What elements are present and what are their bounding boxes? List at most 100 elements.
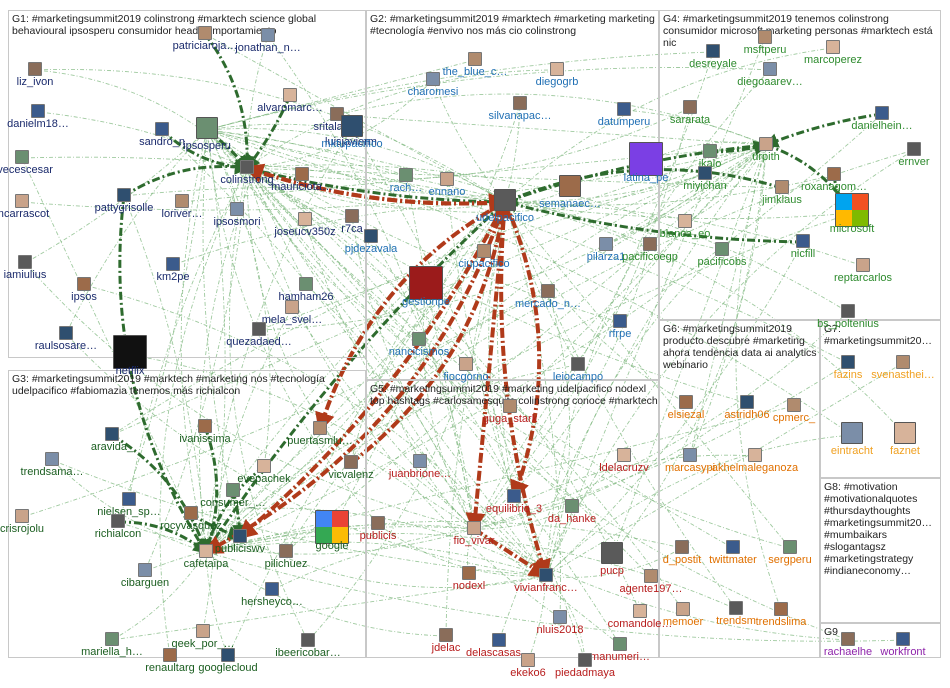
avatar-icon	[553, 610, 567, 624]
avatar-icon	[315, 510, 349, 544]
edge-mercado-n-to-cafetaipa	[205, 291, 549, 553]
edge-ipsosmori-to-fio-vivar	[236, 209, 475, 530]
edge-eintracht-to-ipsosperu	[206, 128, 853, 436]
node-label: astridh06	[724, 409, 770, 421]
avatar-icon	[896, 632, 910, 646]
avatar-icon	[412, 332, 426, 346]
avatar-icon	[261, 28, 275, 42]
avatar-icon	[503, 399, 517, 413]
edge-ibeericobar-to-colinstrong	[229, 167, 309, 642]
edge-publicis-to-ipsosperu	[205, 129, 379, 525]
edge-pilichuez-to-urpith	[285, 144, 767, 553]
node-label: fazins	[833, 369, 863, 381]
node-label: microsoft	[829, 223, 875, 235]
avatar-icon	[841, 355, 855, 369]
edge-luisjavierm-to-ipsosperu	[206, 123, 352, 132]
edge-nancicismos-to-udelpacifico	[418, 201, 506, 341]
avatar-icon	[138, 563, 152, 577]
edge-liz-ivon-to-udelpacifico	[34, 69, 506, 203]
node-label: rach…	[389, 182, 423, 194]
avatar-icon	[462, 566, 476, 580]
edge-r7ca-to-vivianfranc	[351, 216, 547, 577]
avatar-icon	[643, 237, 657, 251]
edge-marcasypi-to-urpith	[689, 144, 768, 457]
edge-iamiulius-to-ipsosperu	[24, 129, 208, 264]
node-label: mcarrascot	[0, 208, 50, 220]
edge-joseucv350z-to-vivianfranc	[304, 219, 547, 577]
node-label: ernver	[898, 156, 930, 168]
edge-publicis-to-vivianfranc	[377, 523, 547, 579]
node-label: charomesi	[407, 86, 459, 98]
edge-aravida-to-cafetaipa	[111, 433, 210, 555]
edge-alvaromarc-to-cafetaipa	[199, 95, 291, 553]
edge-svenasthei-to-vivianfranc	[545, 362, 904, 577]
edge-roxanagom-to-ipsosperu	[206, 129, 835, 206]
node-label: pilarza1	[586, 251, 626, 263]
avatar-icon	[748, 448, 762, 462]
edge-ciupacifico-to-cafetaipa	[205, 251, 485, 553]
node-label: eintracht	[830, 445, 874, 457]
edge-urpith-to-fio-vivar	[473, 144, 767, 530]
avatar-icon	[199, 544, 213, 558]
node-label: loriver…	[161, 208, 203, 220]
edge-richialcon-to-ipsosperu	[117, 129, 209, 523]
avatar-icon	[521, 653, 535, 667]
avatar-icon	[45, 452, 59, 466]
edge-nluis2018-to-udelpacifico	[503, 201, 561, 619]
node-label: fio_vivar	[453, 535, 495, 547]
edge-jonathan-n-to-fio-vivar	[267, 35, 476, 530]
avatar-icon	[459, 357, 473, 371]
avatar-icon	[345, 209, 359, 223]
node-label: km2pe	[156, 271, 190, 283]
avatar-icon	[841, 632, 855, 646]
node-label: nicfill	[790, 248, 816, 260]
node-label: ciupacifico	[458, 258, 510, 270]
edge-geek-por-to-ipsosperu	[202, 129, 226, 633]
avatar-icon	[907, 142, 921, 156]
avatar-icon	[896, 355, 910, 369]
node-label: the_blue_c…	[442, 66, 508, 78]
avatar-icon	[105, 632, 119, 646]
node-label: juanbrione…	[388, 468, 452, 480]
avatar-icon	[59, 326, 73, 340]
avatar-icon	[283, 88, 297, 102]
avatar-icon	[894, 422, 916, 444]
avatar-icon	[364, 229, 378, 243]
avatar-icon	[633, 604, 647, 618]
edge-sergperu-to-udelpacifico	[504, 201, 791, 549]
avatar-icon	[783, 540, 797, 554]
edge-evepachek-to-cafetaipa	[201, 465, 265, 555]
node-label: trendslima	[755, 616, 807, 628]
avatar-icon	[477, 244, 491, 258]
edge-pilichuez-to-urpith	[285, 144, 767, 553]
avatar-icon	[226, 483, 240, 497]
node-label: datumperu	[597, 116, 651, 128]
edge-trendsama-to-vivianfranc	[51, 459, 547, 578]
edge-eintracht-to-vivianfranc	[545, 434, 853, 577]
avatar-icon	[726, 540, 740, 554]
node-label: silvanapac…	[488, 110, 552, 122]
edge-quezadaed-to-urpith	[258, 144, 767, 331]
avatar-icon	[679, 395, 693, 409]
avatar-icon	[301, 633, 315, 647]
edge-udelpacifico-to-colinstrong	[243, 163, 506, 206]
edge-rach-to-ipsosperu	[206, 128, 407, 177]
avatar-icon	[198, 26, 212, 40]
node-label: blanca_eo	[659, 228, 711, 240]
edge-bs-poltenius-to-colinstrong	[246, 164, 849, 313]
avatar-icon	[196, 624, 210, 638]
edge-rfrpe-to-ipsosperu	[206, 129, 621, 323]
node-label: trendsama…	[20, 466, 84, 478]
avatar-icon	[371, 516, 385, 530]
edge-vicvalenz-to-colinstrong	[244, 167, 352, 464]
avatar-icon	[599, 237, 613, 251]
avatar-icon	[629, 142, 663, 176]
edge-danielhein-to-urpith	[763, 112, 883, 148]
edge-ernver-to-cafetaipa	[205, 149, 915, 553]
avatar-icon	[468, 52, 482, 66]
node-label: piedadmaya	[555, 667, 615, 679]
node-label: ipsosmori	[213, 216, 261, 228]
node-label: delascasas…	[465, 647, 533, 659]
edge-silvanapac-to-udelpacifico	[503, 103, 521, 203]
